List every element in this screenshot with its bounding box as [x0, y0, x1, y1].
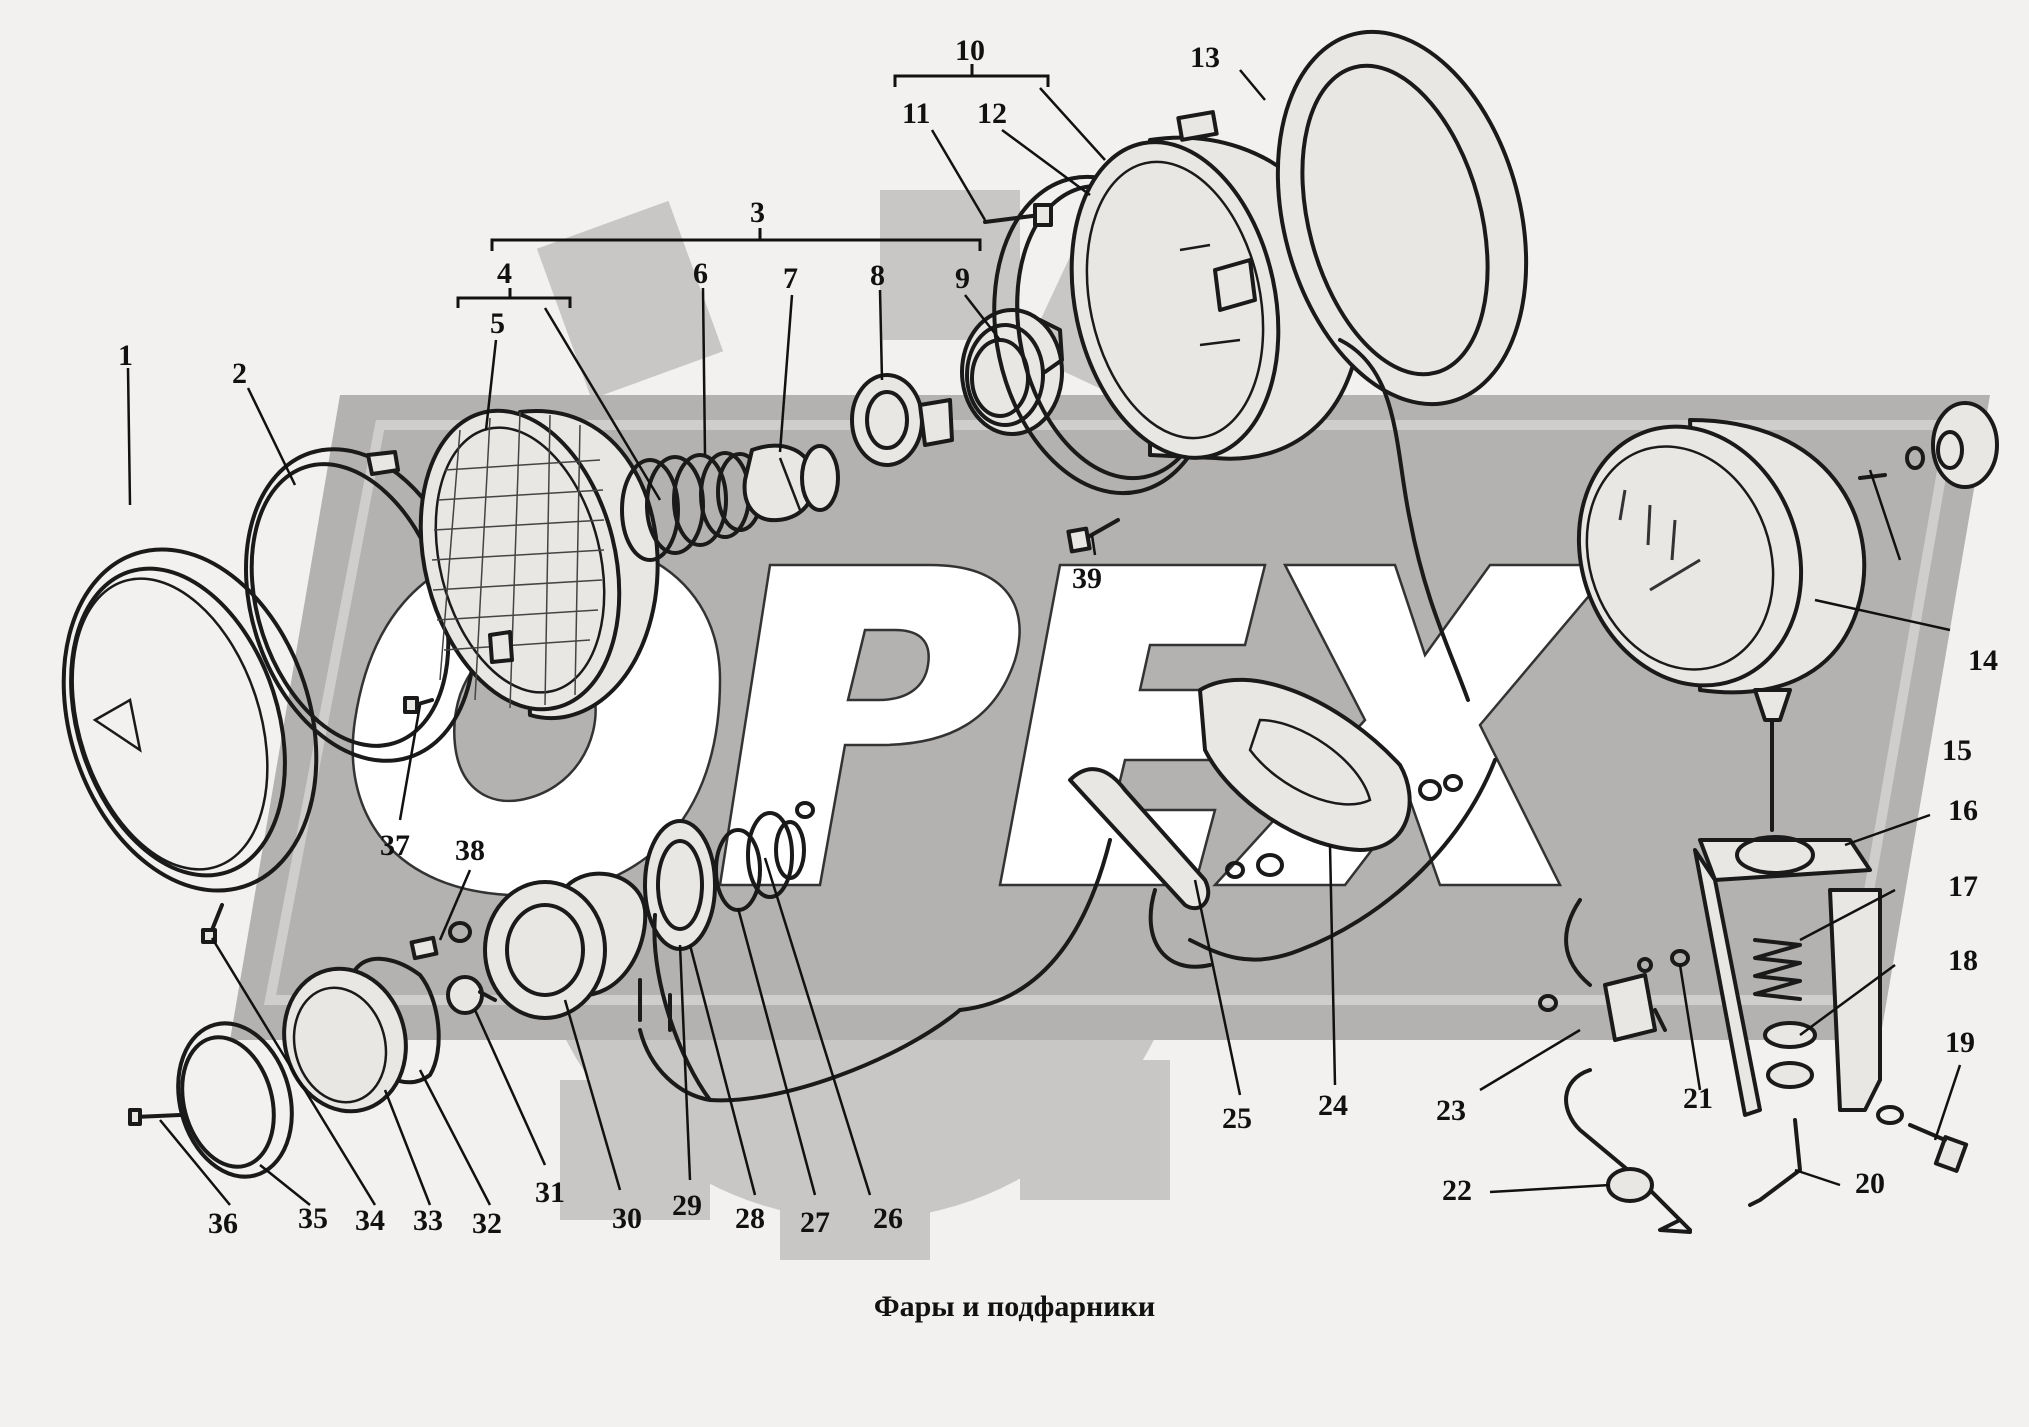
callout-10: 10 — [955, 34, 985, 67]
part-20-cable — [1658, 1118, 1802, 1234]
callout-29: 29 — [672, 1189, 702, 1222]
callout-labels: 1 2 3 4 5 6 7 8 9 10 11 12 13 14 15 16 1… — [118, 34, 1998, 1240]
callout-39: 39 — [1072, 562, 1102, 595]
callout-19: 19 — [1945, 1026, 1975, 1059]
callout-1: 1 — [118, 339, 133, 372]
callout-20: 20 — [1855, 1167, 1885, 1200]
part-37-screw — [403, 696, 434, 714]
callout-3: 3 — [750, 196, 765, 229]
callout-24: 24 — [1318, 1089, 1348, 1122]
part-8-bulb-holder — [850, 373, 954, 467]
callout-27: 27 — [800, 1206, 830, 1239]
callout-7: 7 — [783, 262, 798, 295]
part-7-bulb — [742, 443, 840, 523]
part-15-spotlight — [1576, 418, 1887, 832]
callout-21: 21 — [1683, 1082, 1713, 1115]
callout-11: 11 — [902, 97, 930, 130]
part-35-rim — [176, 1021, 294, 1179]
part-22-grommet — [1564, 1068, 1692, 1232]
part-34-screw — [201, 903, 224, 944]
callout-32: 32 — [472, 1207, 502, 1240]
callout-6: 6 — [693, 257, 708, 290]
callout-26: 26 — [873, 1202, 903, 1235]
part-18-washer — [1763, 1021, 1817, 1089]
callout-34: 34 — [355, 1204, 385, 1237]
leader-lines — [126, 69, 1962, 1206]
callout-38: 38 — [455, 834, 485, 867]
part-33-lens — [282, 966, 408, 1114]
part-14-knob — [1905, 401, 1999, 489]
callout-13: 13 — [1190, 41, 1220, 74]
part-29-wires — [638, 913, 962, 1103]
part-16-bracket — [1693, 835, 1882, 1117]
callout-9: 9 — [955, 262, 970, 295]
callout-28: 28 — [735, 1202, 765, 1235]
callout-33: 33 — [413, 1204, 443, 1237]
watermark-letter-p — [718, 563, 1021, 887]
callout-5: 5 — [490, 307, 505, 340]
part-19-bolt — [1876, 1105, 1969, 1173]
callout-16: 16 — [1948, 794, 1978, 827]
callout-12: 12 — [977, 97, 1007, 130]
part-36-screw — [128, 1108, 182, 1126]
part-31-bulb — [446, 975, 497, 1015]
callout-17: 17 — [1948, 870, 1978, 903]
group-bracket-3 — [490, 228, 982, 251]
callout-36: 36 — [208, 1207, 238, 1240]
callout-8: 8 — [870, 259, 885, 292]
part-13-gasket — [1275, 29, 1529, 407]
callout-30: 30 — [612, 1202, 642, 1235]
callout-25: 25 — [1222, 1102, 1252, 1135]
callout-23: 23 — [1436, 1094, 1466, 1127]
part-1-rim — [61, 547, 319, 893]
part-30-parking-housing — [483, 871, 648, 1020]
part-9-socket — [960, 308, 1064, 436]
part-10-housing — [1069, 110, 1363, 461]
callout-35: 35 — [298, 1202, 328, 1235]
callout-2: 2 — [232, 357, 247, 390]
callout-14: 14 — [1968, 644, 1998, 677]
part-38-screw — [409, 921, 472, 961]
group-bracket-10 — [893, 64, 1050, 87]
part-26-retainer — [746, 801, 815, 899]
callout-22: 22 — [1442, 1174, 1472, 1207]
part-24-sidelight-housing — [1188, 677, 1497, 962]
group-bracket-4 — [456, 288, 572, 308]
part-23-switch — [1564, 898, 1667, 1042]
callout-18: 18 — [1948, 944, 1978, 977]
callout-37: 37 — [380, 829, 410, 862]
callout-31: 31 — [535, 1176, 565, 1209]
callout-15: 15 — [1942, 734, 1972, 767]
part-39-bolt — [1066, 518, 1120, 554]
diagram-caption: Фары и подфарники — [873, 1290, 1156, 1323]
part-11-screw — [983, 203, 1053, 227]
callout-4: 4 — [497, 257, 512, 290]
part-17-spring — [1753, 938, 1802, 1001]
part-25-base — [958, 767, 1212, 1012]
housing-cable — [1338, 338, 1470, 702]
